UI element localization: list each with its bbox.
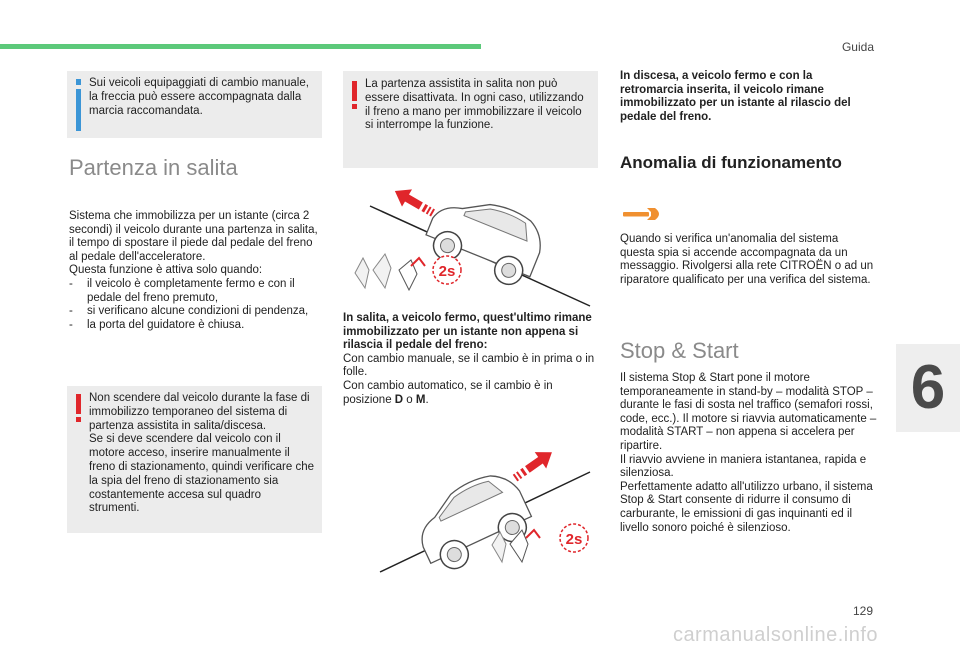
warning-box-disable: La partenza assistita in salita non può … [343, 71, 598, 168]
list-item: si verificano alcune condizioni di pende… [69, 305, 324, 319]
timer-badge: 2s [439, 263, 456, 280]
uphill-bold-text: In salita, a veicolo fermo, quest'ultimo… [343, 312, 592, 352]
info-box: Sui veicoli equipaggiati di cambio manua… [67, 71, 322, 138]
page-number: 129 [852, 604, 873, 618]
warning-box-exit: Non scendere dal veicolo durante la fase… [67, 386, 322, 533]
auto-gearbox-text: Con cambio automatico, se il cambio è in… [343, 379, 553, 406]
section-title-fault: Anomalia di funzionamento [620, 153, 842, 172]
fault-text: Quando si verifica un'anomalia del siste… [620, 233, 874, 286]
hill-start-description: Sistema che immobilizza per un istante (… [69, 210, 324, 332]
conditions-list: il veicolo è completamente fermo e con i… [69, 278, 324, 332]
manual-gearbox-text: Con cambio manuale, se il cambio è in pr… [343, 352, 595, 379]
arrow-up-right-icon [512, 452, 552, 482]
list-item: il veicolo è completamente fermo e con i… [69, 278, 324, 305]
warning-box-disable-text: La partenza assistita in salita non può … [365, 78, 584, 132]
uphill-description: In salita, a veicolo fermo, quest'ultimo… [343, 312, 598, 407]
timer-badge: 2s [566, 531, 583, 548]
warning-box-exit-text: Non scendere dal veicolo durante la fase… [89, 392, 315, 515]
watermark: carmanualsonline.info [672, 624, 878, 646]
gear-d: D [394, 393, 404, 406]
warning-icon [352, 81, 357, 109]
conditions-title: Questa funzione è attiva solo quando: [69, 264, 263, 277]
header-accent-bar [0, 44, 481, 49]
downhill-illustration: 2s [379, 452, 591, 573]
info-icon [76, 79, 81, 131]
list-item: la porta del guidatore è chiusa. [69, 319, 324, 333]
arrow-up-left-icon [394, 189, 435, 217]
wrench-icon [623, 208, 659, 220]
gear-m: M [415, 393, 426, 406]
downhill-bold-text: In discesa, a veicolo fermo e con la ret… [620, 70, 851, 123]
hill-start-intro: Sistema che immobilizza per un istante (… [69, 210, 318, 263]
chapter-tab: 6 [896, 344, 960, 432]
warning-icon [76, 394, 81, 422]
section-label: Guida [841, 40, 874, 54]
uphill-illustration: 2s [354, 189, 591, 307]
stop-start-text: Il sistema Stop & Start pone il motore t… [620, 372, 877, 534]
section-title-stop-start: Stop & Start [620, 338, 739, 363]
section-title-hill-start: Partenza in salita [69, 155, 238, 180]
info-box-text: Sui veicoli equipaggiati di cambio manua… [89, 77, 309, 117]
